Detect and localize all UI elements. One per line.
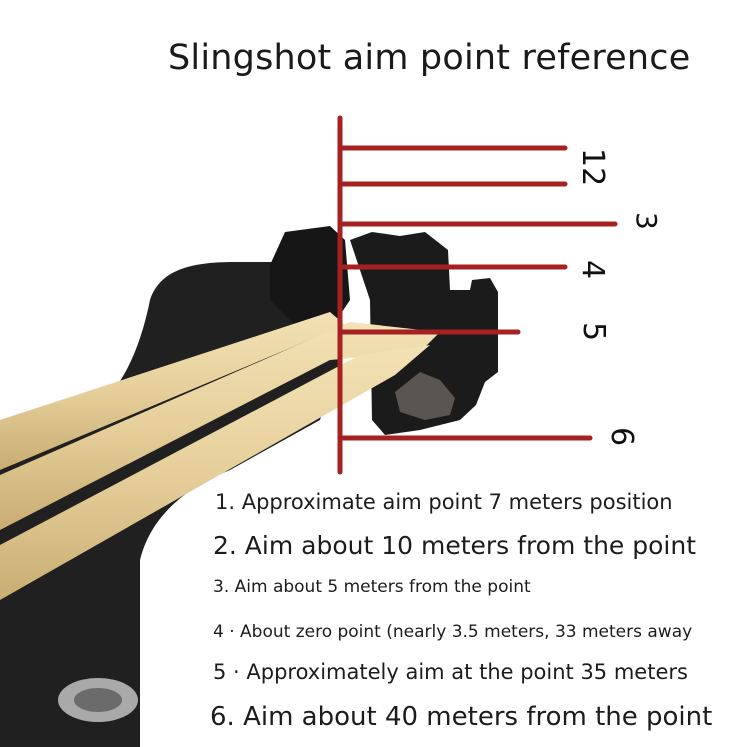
description-item-2: 2. Aim about 10 meters from the point (213, 531, 697, 560)
description-item-3: 3. Aim about 5 meters from the point (213, 577, 531, 597)
description-item-5: 5 · Approximately aim at the point 35 me… (213, 660, 688, 684)
marker-label-3: 3 (630, 212, 663, 230)
description-item-6: 6. Aim about 40 meters from the point (210, 702, 713, 732)
description-item-1: 1. Approximate aim point 7 meters positi… (215, 490, 673, 514)
marker-label-5: 5 (576, 322, 611, 341)
marker-label-12: 12 (575, 148, 610, 186)
slingshot-fork-top (270, 226, 350, 330)
rubber-band-middle (0, 322, 440, 530)
clamp-screw (395, 372, 455, 420)
rubber-band-upper (0, 312, 345, 470)
aim-lines (337, 115, 618, 475)
page-title: Slingshot aim point reference (168, 38, 691, 78)
marker-label-6: 6 (604, 427, 639, 446)
marker-label-4: 4 (575, 260, 610, 279)
description-item-4: 4 · About zero point (nearly 3.5 meters,… (213, 622, 693, 642)
rubber-band-lower (0, 345, 430, 600)
